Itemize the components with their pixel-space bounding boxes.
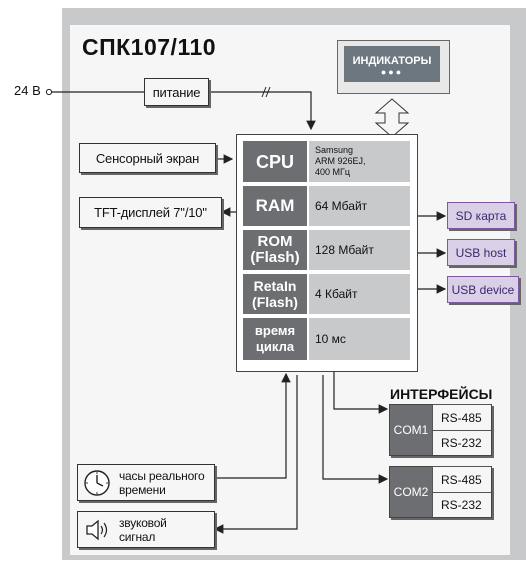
- to-com1-line: [333, 371, 389, 414]
- ram-row-value: 64 Мбайт: [309, 186, 410, 226]
- sd-card-box: SD карта: [447, 202, 515, 229]
- rom-row-value: 128 Мбайт: [309, 230, 410, 270]
- interfaces-title: ИНТЕРФЕЙСЫ: [390, 386, 493, 402]
- com1-block: COM1 RS-485 RS-232: [389, 404, 492, 456]
- indicators-link-arrow: [374, 98, 410, 138]
- clock-label: часы реального времени: [119, 468, 205, 497]
- cycle-row-name: время цикла: [243, 318, 307, 360]
- tft-label: TFT-дисплей 7''/10'': [94, 205, 207, 220]
- power-label: питание: [152, 84, 201, 100]
- to-com2-line: [322, 375, 389, 484]
- cpu-block: CPU Samsung ARM 926EJ, 400 МГц RAM 64 Мб…: [236, 134, 418, 372]
- cpu-row-name: CPU: [243, 141, 307, 182]
- power-box: питание: [144, 78, 209, 106]
- cpu-row-value: Samsung ARM 926EJ, 400 МГц: [309, 141, 410, 182]
- usb-host-box: USB host: [447, 239, 515, 266]
- clock-box: часы реального времени: [77, 464, 215, 501]
- usb-device-label: USB device: [451, 282, 515, 297]
- com2-label: COM2: [390, 467, 432, 517]
- voltage-label: 24 В: [14, 83, 41, 98]
- com1-label: COM1: [390, 405, 432, 455]
- touchscreen-box: Сенсорный экран: [79, 143, 216, 173]
- com2-rs232: RS-232: [432, 492, 491, 517]
- cycle-row-value: 10 мс: [309, 318, 410, 360]
- sound-box: звуковой сигнал: [77, 511, 215, 548]
- indicators-box: ИНДИКАТОРЫ ●●●: [344, 46, 440, 82]
- tft-display-box: TFT-дисплей 7''/10'': [79, 197, 222, 228]
- indicators-dots: ●●●: [380, 67, 404, 77]
- sound-label: звуковой сигнал: [119, 515, 167, 544]
- terminal-icon: [45, 88, 53, 96]
- power-to-cpu-line: [209, 91, 316, 131]
- com1-rs485: RS-485: [432, 404, 491, 430]
- diagram-title: СПК107/110: [82, 34, 217, 60]
- break-mark: [261, 86, 267, 98]
- retain-row-value: 4 Кбайт: [309, 274, 410, 314]
- usb-host-label: USB host: [455, 245, 507, 260]
- cpu-to-sound-line: [213, 375, 298, 534]
- speaker-icon: [83, 516, 111, 544]
- touchscreen-label: Сенсорный экран: [95, 150, 200, 166]
- retain-row-name: RetaIn (Flash): [243, 274, 307, 314]
- ram-row-name: RAM: [243, 186, 307, 226]
- com2-rs485: RS-485: [432, 466, 491, 492]
- usb-device-box: USB device: [447, 276, 519, 303]
- com1-rs232: RS-232: [432, 430, 491, 455]
- clock-icon: [83, 469, 111, 497]
- rom-row-name: ROM (Flash): [243, 230, 307, 270]
- sd-card-label: SD карта: [455, 208, 507, 223]
- clock-to-cpu-line: [215, 372, 291, 479]
- com2-block: COM2 RS-485 RS-232: [389, 466, 492, 518]
- indicators-label: ИНДИКАТОРЫ: [352, 55, 432, 67]
